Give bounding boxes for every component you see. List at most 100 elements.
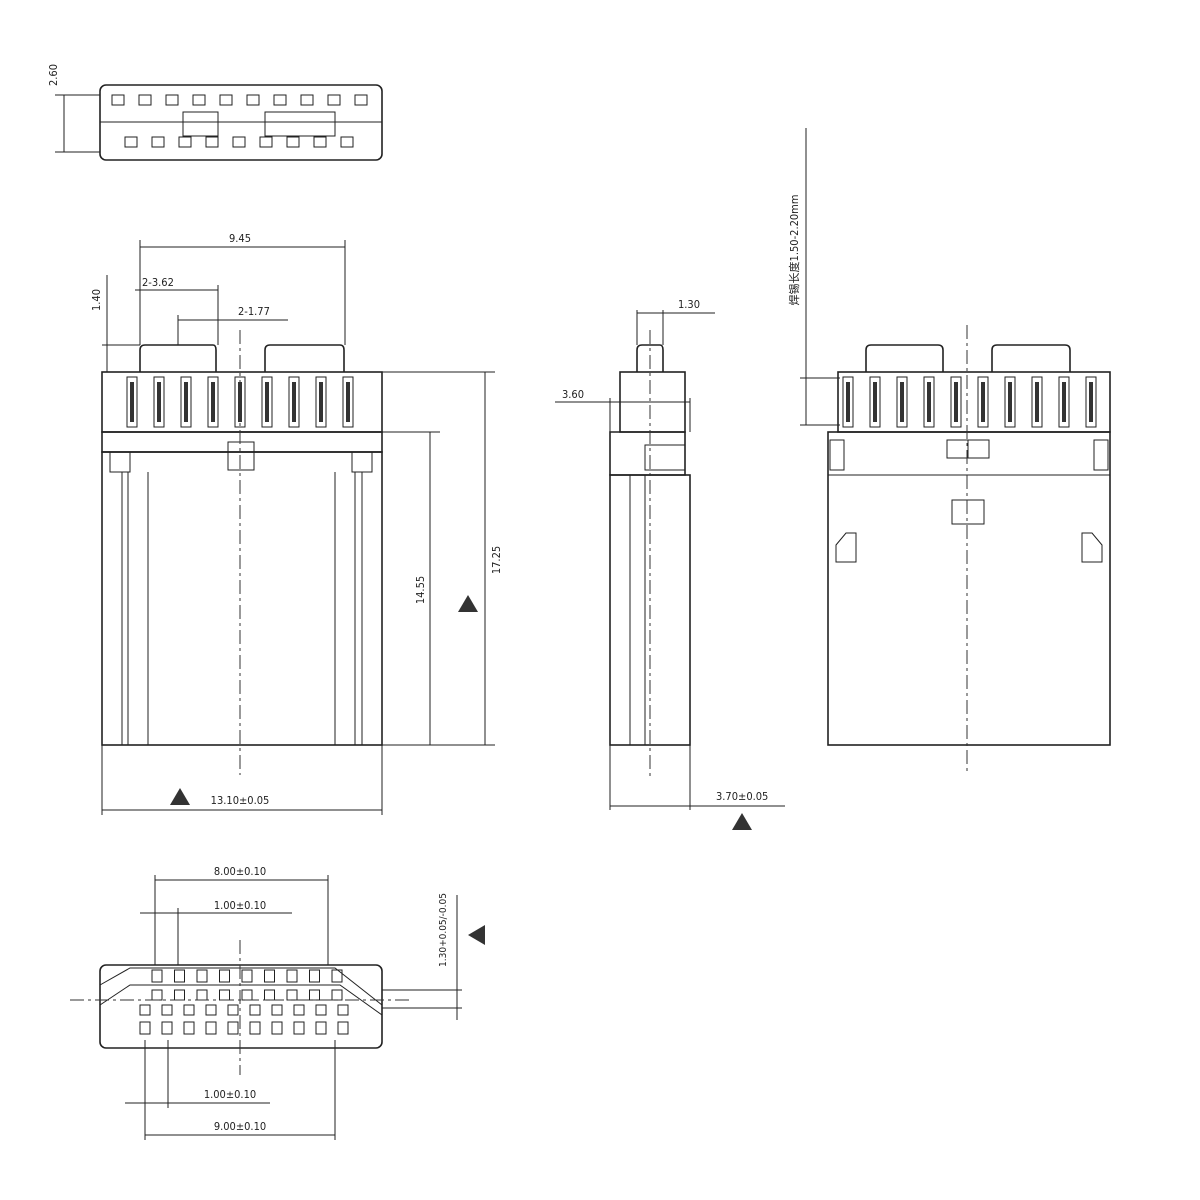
contact-pin [292, 382, 296, 422]
contact-slot [205, 136, 219, 148]
contact-pin [157, 382, 161, 422]
dim-lower-height: 14.55 [414, 576, 427, 604]
contact-pin [1062, 382, 1066, 422]
contact-slot [153, 376, 165, 428]
contact-slot [286, 136, 300, 148]
datum-triangle [170, 788, 190, 805]
contact-slot [259, 136, 273, 148]
mating-face-view: 8.00±0.10 1.00±0.10 1.00±0.10 9.00±0.10 … [70, 865, 485, 1140]
contact-slot [313, 136, 327, 148]
dim-pin-offset: 1.30+0.05/-0.05 [438, 893, 449, 967]
pin-pad [174, 969, 185, 983]
contact-slot [1031, 376, 1043, 428]
contact-slot [1085, 376, 1097, 428]
pin-pad [183, 1021, 195, 1035]
contact-slot [342, 376, 354, 428]
pin-pad [219, 969, 230, 983]
contact-slot [1004, 376, 1016, 428]
pin-pad [271, 1004, 283, 1016]
pin-pad [161, 1004, 173, 1016]
pin-pad [139, 1021, 151, 1035]
contact-slot [124, 136, 138, 148]
contact-slot [896, 376, 908, 428]
contact-slot [165, 94, 179, 106]
contact-pin [238, 382, 242, 422]
dim-pitch-top: 1.00±0.10 [214, 899, 266, 912]
pin-pad [337, 1004, 349, 1016]
pin-pad [151, 989, 163, 1001]
pin-pad [151, 969, 163, 983]
pin-pad [174, 989, 185, 1001]
contact-slot [111, 94, 125, 106]
contact-pin [265, 382, 269, 422]
dim-tab-width: 2-3.62 [142, 276, 174, 289]
pin-pad [205, 1021, 217, 1035]
contact-slot [246, 94, 260, 106]
contact-slot [977, 376, 989, 428]
pin-pad [286, 989, 298, 1001]
pin-pad [337, 1021, 349, 1035]
contact-slot [207, 376, 219, 428]
pin-pad [331, 989, 343, 1001]
pin-pad [286, 969, 298, 983]
contact-slot [180, 376, 192, 428]
contact-slot [126, 376, 138, 428]
pin-pad [309, 969, 320, 983]
dim-tab-height: 1.40 [90, 289, 103, 311]
datum-triangle [732, 813, 752, 830]
contact-slot [1058, 376, 1070, 428]
contact-pin [1008, 382, 1012, 422]
dim-pitch-top-span: 8.00±0.10 [214, 865, 266, 878]
pin-pad [249, 1004, 261, 1016]
pin-pad [161, 1021, 173, 1035]
contact-slot [138, 94, 152, 106]
contact-pin [346, 382, 350, 422]
contact-pin [846, 382, 850, 422]
contact-slot [950, 376, 962, 428]
contact-pin [873, 382, 877, 422]
pin-pad [264, 969, 275, 983]
contact-pin [1089, 382, 1093, 422]
contact-slot [192, 94, 206, 106]
contact-slot [261, 376, 273, 428]
contact-slot [923, 376, 935, 428]
contact-slot [273, 94, 287, 106]
pin-pad [309, 989, 320, 1001]
contact-slot [340, 136, 354, 148]
pin-pad [293, 1004, 305, 1016]
dim-solder-length: 焊锡长度1.50-2.20mm [787, 195, 801, 306]
contact-slot [178, 136, 192, 148]
pin-pad [183, 1004, 195, 1016]
dim-top-height: 2.60 [47, 64, 60, 86]
contact-slot [315, 376, 327, 428]
contact-slot [300, 94, 314, 106]
rear-view: 焊锡长度1.50-2.20mm [787, 128, 1111, 775]
dim-pitch-bottom: 1.00±0.10 [204, 1088, 256, 1101]
dim-tab-gap: 2-1.77 [238, 305, 270, 318]
pin-pad [241, 969, 253, 983]
contact-slot [232, 136, 246, 148]
pin-pad [196, 989, 208, 1001]
contact-pin [900, 382, 904, 422]
contact-pin [184, 382, 188, 422]
pin-pad [315, 1004, 327, 1016]
pin-pad [264, 989, 275, 1001]
dim-body-width: 13.10±0.05 [211, 794, 270, 807]
pin-pad [249, 1021, 261, 1035]
datum-triangle [458, 595, 478, 612]
contact-slot [327, 94, 341, 106]
dim-side-depth: 3.60 [562, 388, 584, 401]
pin-pad [139, 1004, 151, 1016]
pin-pad [331, 969, 343, 983]
pin-pad [241, 989, 253, 1001]
dim-pin-width: 1.30 [678, 298, 700, 311]
pin-pad [205, 1004, 217, 1016]
pin-pad [219, 989, 230, 1001]
contact-slot [151, 136, 165, 148]
contact-pin [981, 382, 985, 422]
dim-side-thickness: 3.70±0.05 [716, 790, 768, 803]
contact-pin [319, 382, 323, 422]
contact-pin [130, 382, 134, 422]
contact-slot [219, 94, 233, 106]
